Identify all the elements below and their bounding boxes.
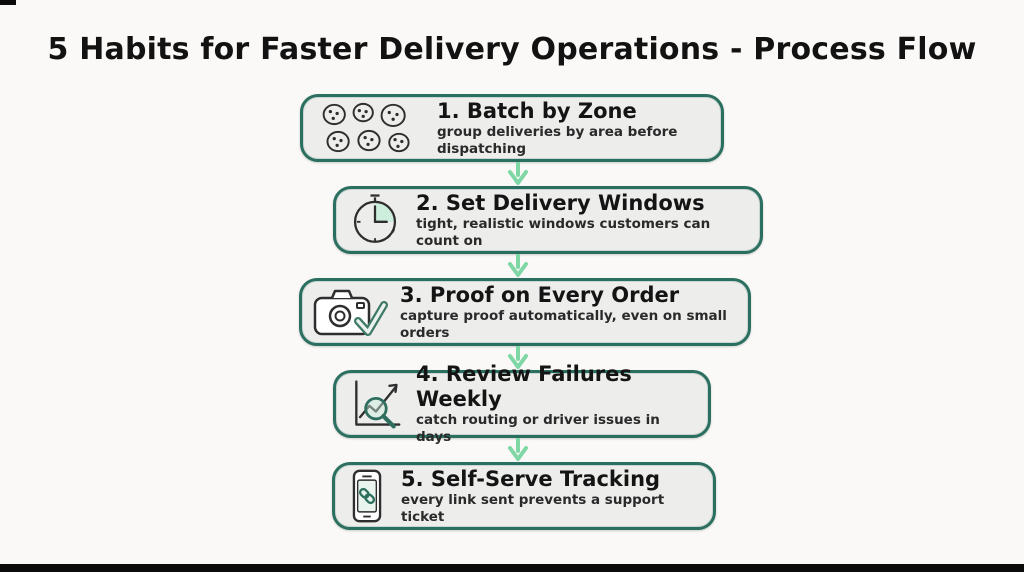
step-box-set-delivery-windows: 2. Set Delivery Windows tight, realistic…: [333, 186, 763, 254]
page-title: 5 Habits for Faster Delivery Operations …: [47, 32, 977, 67]
step-subtitle: every link sent prevents a support ticke…: [401, 491, 665, 525]
step-box-review-failures-weekly: 4. Review Failures Weekly catch routing …: [333, 362, 711, 445]
step-subtitle: catch routing or driver issues in days: [416, 412, 660, 446]
arrow-down-icon: [505, 254, 531, 278]
step-title: 5. Self-Serve Tracking: [401, 466, 661, 491]
chart-magnifier-icon: [346, 376, 404, 432]
clock-icon: [346, 191, 404, 249]
arrow-down-icon: [505, 162, 531, 186]
step-box-self-serve-tracking: 5. Self-Serve Tracking every link sent p…: [332, 462, 716, 530]
step-subtitle: group deliveries by area before dispatch…: [437, 123, 678, 157]
step-title: 2. Set Delivery Windows: [416, 190, 705, 215]
phone-link-icon: [345, 468, 389, 524]
step-box-proof-on-every-order: 3. Proof on Every Order capture proof au…: [299, 278, 751, 346]
step-title: 1. Batch by Zone: [437, 98, 637, 123]
bottom-letterbox-bar: [0, 564, 1024, 572]
step-title: 3. Proof on Every Order: [400, 282, 680, 307]
arrow-down-icon: [505, 346, 531, 370]
step-title: 4. Review Failures Weekly: [416, 361, 632, 412]
step-subtitle: tight, realistic windows customers can c…: [416, 215, 711, 249]
camera-check-icon: [312, 284, 388, 340]
step-box-batch-by-zone: 1. Batch by Zone group deliveries by are…: [300, 94, 724, 162]
step-subtitle: capture proof automatically, even on sma…: [400, 307, 727, 341]
map-zones-icon: [313, 100, 425, 156]
arrow-down-icon: [505, 438, 531, 462]
process-flow: 1. Batch by Zone group deliveries by are…: [0, 94, 1024, 530]
top-left-edge-mark: [0, 0, 16, 5]
